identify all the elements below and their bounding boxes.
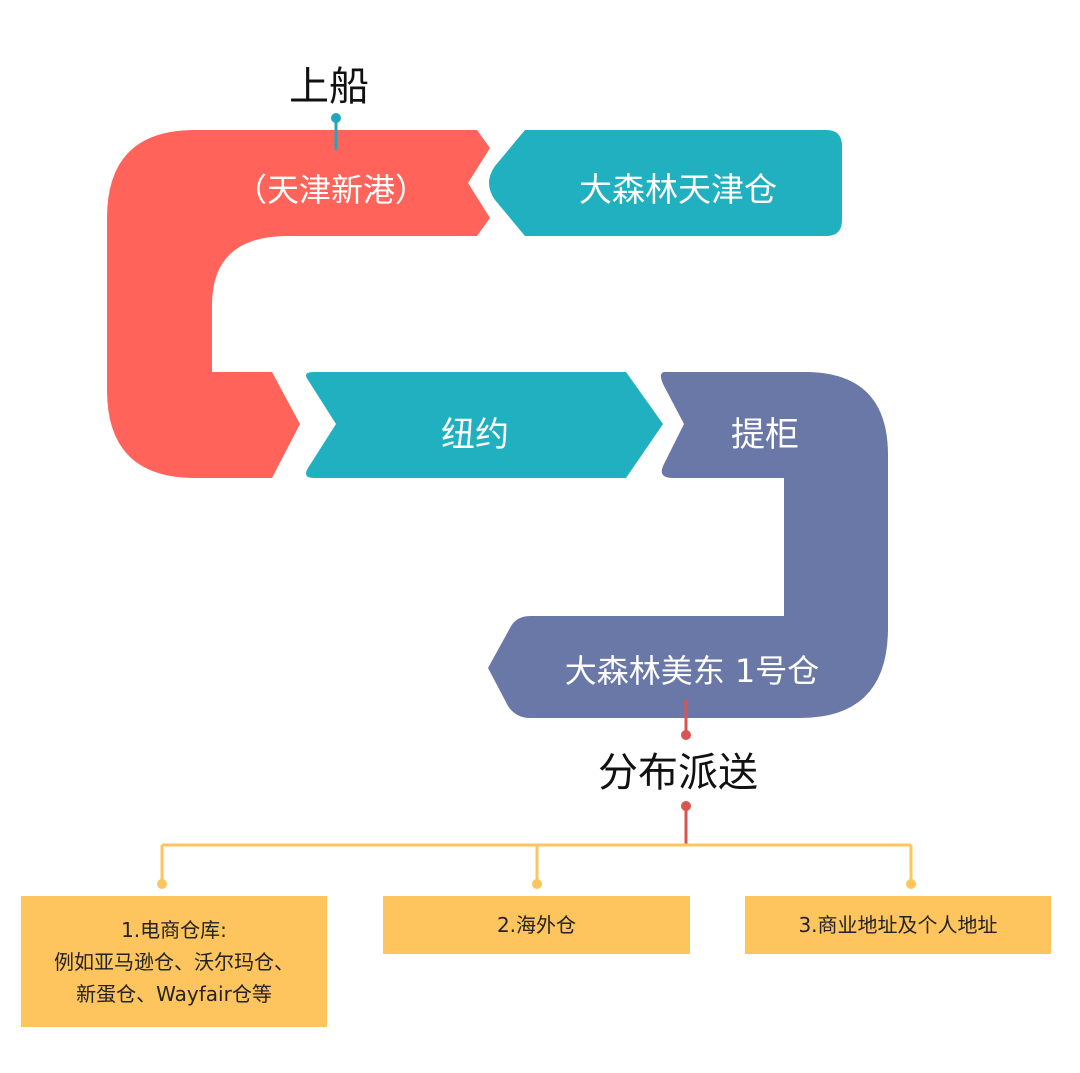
branch-left-dot: [157, 879, 167, 889]
board-label: 上船: [289, 64, 369, 110]
destination-overseas-line-1: 2.海外仓: [496, 913, 577, 937]
newyork-chevron: [306, 372, 663, 478]
tianjin-warehouse-label: 大森林天津仓: [579, 170, 777, 209]
branch-right-dot: [906, 879, 916, 889]
pickup-label: 提柜: [731, 415, 799, 455]
destination-address-line-1: 3.商业地址及个人地址: [798, 913, 998, 937]
us-east-warehouse-label: 大森林美东 1号仓: [565, 652, 820, 690]
distribute-label: 分布派送: [598, 750, 758, 796]
board-connector-dot: [331, 113, 341, 123]
destination-ecommerce-line-1: 1.电商仓库:: [121, 917, 227, 942]
destination-ecommerce-line-2: 例如亚马逊仓、沃尔玛仓、: [54, 949, 294, 974]
port-segment: [107, 130, 490, 478]
destination-overseas-box: 2.海外仓: [383, 896, 690, 954]
destination-ecommerce-line-3: 新蛋仓、Wayfair仓等: [76, 981, 272, 1006]
destination-address-box: 3.商业地址及个人地址: [745, 896, 1051, 954]
destination-ecommerce-box: 1.电商仓库: 例如亚马逊仓、沃尔玛仓、 新蛋仓、Wayfair仓等: [21, 896, 327, 1027]
branch-middle-dot: [532, 879, 542, 889]
tianjin-warehouse-arrow: [489, 130, 842, 236]
newyork-label: 纽约: [441, 415, 509, 455]
warehouse-connector-dot: [681, 730, 691, 740]
pickup-warehouse-segment: [488, 372, 888, 718]
port-label: （天津新港）: [235, 171, 427, 209]
